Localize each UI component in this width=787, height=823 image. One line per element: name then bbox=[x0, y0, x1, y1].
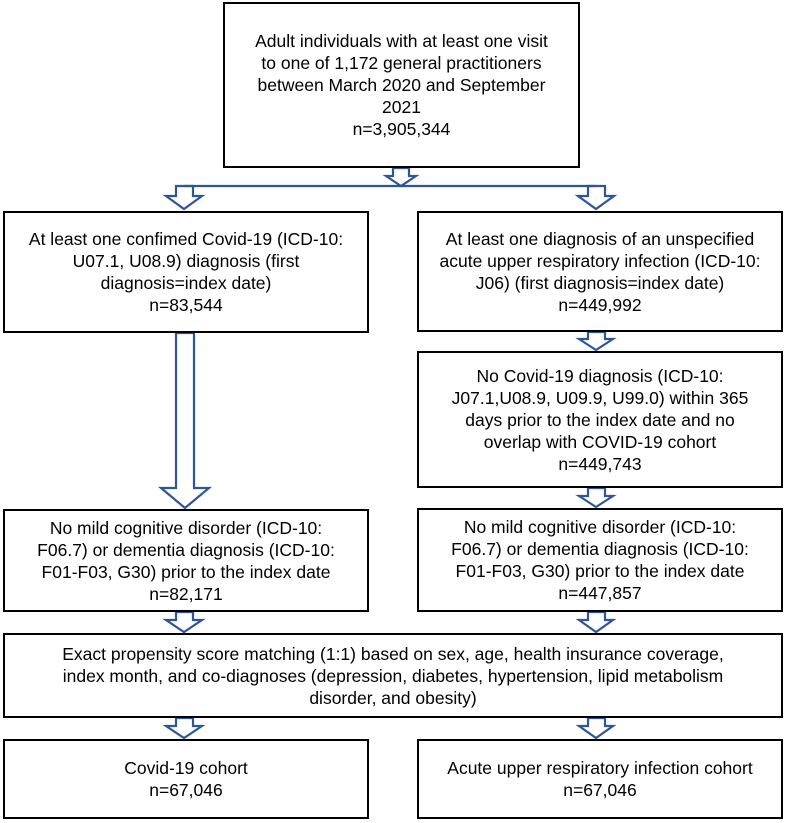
box-covid-no-cognitive-disorder: No mild cognitive disorder (ICD-10: F06.… bbox=[3, 509, 369, 612]
box-line: F01-F03, G30) prior to the index date bbox=[455, 561, 745, 581]
arrow-branch-left bbox=[162, 184, 206, 211]
arrow-branch-right bbox=[574, 184, 618, 211]
arrow-nocovid-to-nomci bbox=[575, 486, 617, 509]
box-line: F06.7) or dementia diagnosis (ICD-10: bbox=[37, 539, 335, 560]
arrow-matching-to-covid-cohort bbox=[162, 716, 206, 740]
box-no-covid-diagnosis: No Covid-19 diagnosis (ICD-10: J07.1,U08… bbox=[417, 351, 783, 488]
box-line: U07.1, U08.9) diagnosis (first bbox=[72, 251, 300, 271]
box-propensity-matching: Exact propensity score matching (1:1) ba… bbox=[3, 633, 783, 718]
box-line: Acute upper respiratory infection cohort bbox=[447, 758, 753, 778]
box-count: n=67,046 bbox=[563, 780, 637, 800]
box-line: 2021 bbox=[382, 97, 421, 117]
box-count: n=447,857 bbox=[558, 583, 642, 603]
arrow-right-to-matching bbox=[575, 610, 617, 634]
box-line: overlap with COVID-19 cohort bbox=[483, 431, 717, 452]
box-uri-cohort: Acute upper respiratory infection cohort… bbox=[417, 739, 783, 819]
box-count: n=67,046 bbox=[149, 780, 223, 800]
box-line: acute upper respiratory infection (ICD-1… bbox=[439, 250, 761, 271]
box-line: No Covid-19 diagnosis (ICD-10: bbox=[476, 365, 724, 386]
box-line: No mild cognitive disorder (ICD-10: bbox=[463, 517, 737, 537]
box-line: Exact propensity score matching (1:1) ba… bbox=[62, 643, 724, 664]
box-line: diagnosis=index date) bbox=[100, 273, 272, 293]
box-line: Adult individuals with at least one visi… bbox=[255, 31, 548, 51]
box-line: No mild cognitive disorder (ICD-10: bbox=[49, 517, 323, 538]
arrow-matching-to-uri-cohort bbox=[575, 716, 617, 740]
arrow-uri-to-nocovid bbox=[575, 330, 617, 352]
box-line: index month, and co-diagnoses (depressio… bbox=[62, 665, 724, 686]
box-line: At least one diagnosis of an unspecified bbox=[445, 228, 755, 249]
box-line: between March 2020 and September bbox=[257, 75, 546, 95]
box-study-population: Adult individuals with at least one visi… bbox=[223, 2, 580, 168]
box-line: disorder, and obesity) bbox=[309, 687, 477, 708]
box-line: to one of 1,172 general practitioners bbox=[261, 53, 542, 73]
box-count: n=82,171 bbox=[149, 583, 223, 604]
box-count: n=449,743 bbox=[558, 453, 642, 474]
box-covid-cohort: Covid-19 cohort n=67,046 bbox=[3, 739, 369, 819]
arrow-covid-long bbox=[157, 331, 213, 510]
box-line: Covid-19 cohort bbox=[124, 758, 248, 778]
box-line: J07.1,U08.9, U09.9, U99.0) within 365 bbox=[451, 387, 749, 408]
box-uri-diagnosis: At least one diagnosis of an unspecified… bbox=[417, 211, 783, 332]
box-line: F06.7) or dementia diagnosis (ICD-10: bbox=[451, 539, 749, 559]
box-line: F01-F03, G30) prior to the index date bbox=[41, 561, 331, 582]
box-count: n=3,905,344 bbox=[352, 119, 451, 139]
box-count: n=83,544 bbox=[149, 295, 223, 315]
arrow-top-down bbox=[382, 166, 420, 188]
box-count: n=449,992 bbox=[558, 294, 642, 315]
arrow-left-to-matching bbox=[162, 610, 206, 634]
box-line: J06) (first diagnosis=index date) bbox=[475, 272, 725, 293]
box-uri-no-cognitive-disorder: No mild cognitive disorder (ICD-10: F06.… bbox=[417, 508, 783, 612]
box-line: At least one confimed Covid-19 (ICD-10: bbox=[28, 229, 344, 249]
box-covid-diagnosis: At least one confimed Covid-19 (ICD-10: … bbox=[3, 211, 369, 333]
box-line: days prior to the index date and no bbox=[465, 409, 735, 430]
